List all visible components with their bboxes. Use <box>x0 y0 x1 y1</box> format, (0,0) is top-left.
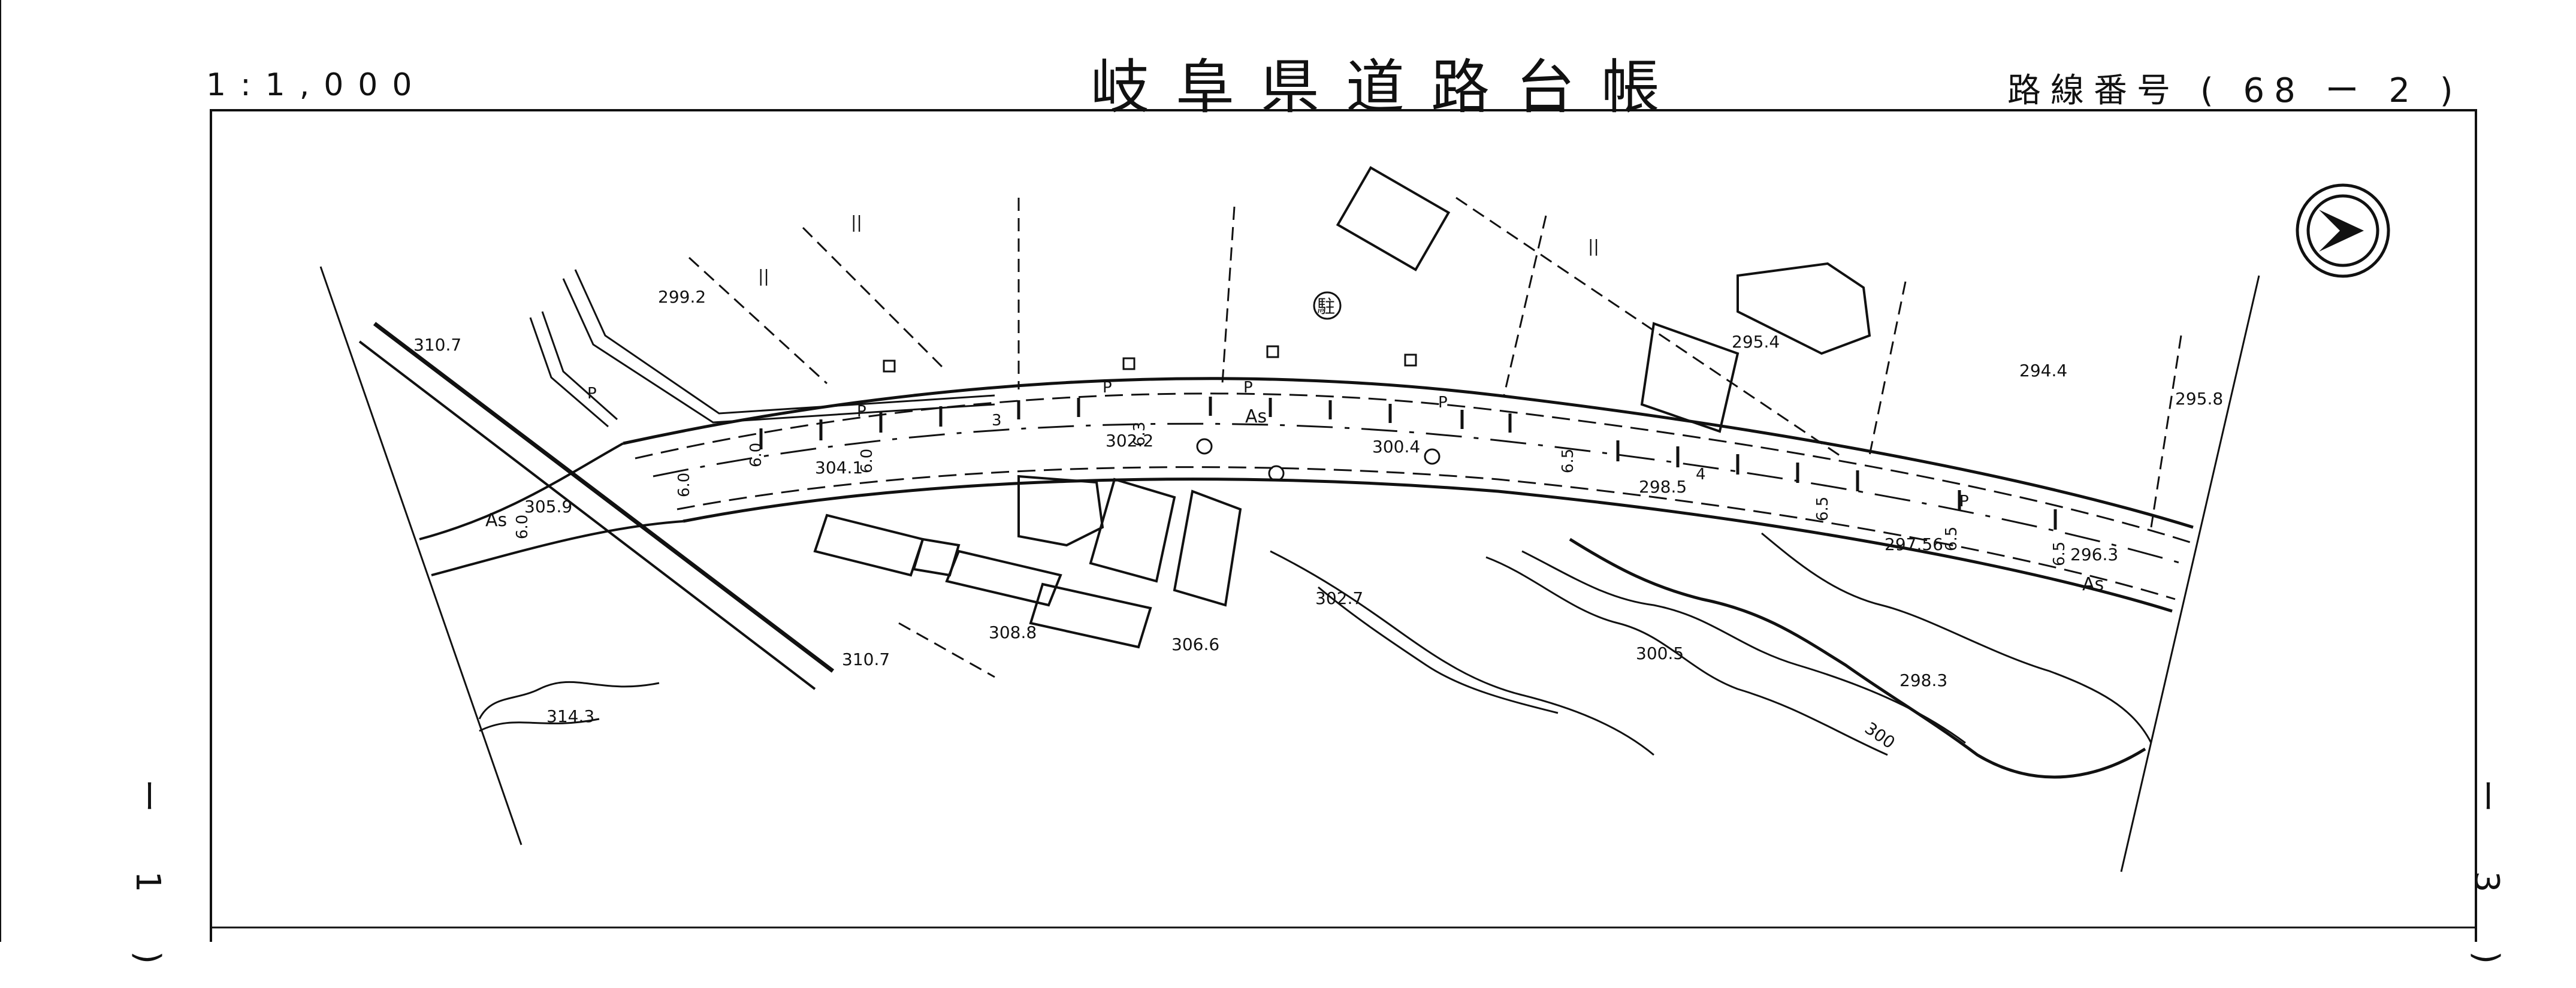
building <box>1336 166 1451 271</box>
spot-height: 306.6 <box>1171 635 1219 654</box>
station-number: 3 <box>992 412 1002 430</box>
map-symbols: 駐 || || || <box>758 212 1599 482</box>
building <box>945 549 1062 607</box>
spot-heights: 310.7 299.2 305.9 304.1 302.2 300.4 298.… <box>413 287 2223 753</box>
width-mark: 6.0 <box>675 473 693 497</box>
surface-labels: As As As <box>485 406 2104 595</box>
asphalt-label: As <box>1245 406 1267 427</box>
asphalt-label: As <box>485 510 507 531</box>
road-north-edge <box>623 377 2194 529</box>
spot-height: 300.4 <box>1372 437 1420 457</box>
contour-label: 300 <box>1861 718 1899 753</box>
manhole-symbol <box>1122 357 1136 370</box>
width-mark: 6.5 <box>1559 449 1577 473</box>
manhole-symbol <box>1404 353 1417 367</box>
width-mark: 6.5 <box>2050 542 2068 566</box>
contour-300 <box>1569 537 2146 779</box>
river-mark: || <box>1588 236 1599 256</box>
road-map: 310.7 299.2 305.9 304.1 302.2 300.4 298.… <box>0 0 2477 942</box>
parking-mark: P <box>857 403 866 421</box>
building <box>1737 262 1871 355</box>
road-north-kerb <box>635 392 2191 543</box>
route-paren-close: ) <box>2439 71 2463 110</box>
spot-height: 299.2 <box>658 287 706 307</box>
map-frame <box>210 109 2477 942</box>
spot-height: 300.5 <box>1636 643 1684 663</box>
route-paren-open: ( <box>2200 71 2223 110</box>
road-ledger-sheet: 1:1,000 岐阜県道路台帳 路線番号 ( 68 ー 2 ) ー 1 ) ー … <box>0 0 2506 988</box>
spot-height: 310.7 <box>842 649 890 669</box>
survey-edge-left <box>319 266 523 845</box>
spot-height: 302.2 <box>1106 431 1153 451</box>
route-number: 68 ー 2 <box>2243 71 2420 110</box>
spot-height: 305.9 <box>524 497 572 516</box>
parking-mark: P <box>1438 394 1448 412</box>
utility-pole-symbol <box>1196 438 1213 455</box>
spot-height: 298.5 <box>1639 477 1687 497</box>
width-mark: 6.3 <box>1131 422 1149 446</box>
manhole-symbol <box>883 359 896 373</box>
road-south-edge <box>682 478 2173 613</box>
spot-height: 308.8 <box>989 623 1037 642</box>
main-road <box>419 377 2194 613</box>
spot-height: 310.7 <box>413 335 461 355</box>
spot-height: 295.4 <box>1732 332 1780 352</box>
contour-lines <box>478 532 2152 779</box>
width-mark: 6.0 <box>747 443 765 467</box>
spot-height: 298.3 <box>1899 670 1947 690</box>
parking-mark: P <box>587 385 597 403</box>
building <box>1029 582 1152 649</box>
building <box>1173 490 1242 607</box>
width-mark: 6.0 <box>514 515 531 539</box>
road-marks: P P P P P P 6.0 6.0 6.0 6.0 6.5 6.5 6.5 … <box>514 379 2068 566</box>
spot-height: 296.3 <box>2070 545 2118 564</box>
parking-mark: P <box>1243 379 1253 397</box>
building <box>1089 478 1176 583</box>
route-label: 路線番号 <box>2007 71 2180 110</box>
width-mark: 6.5 <box>1943 527 1961 551</box>
asphalt-label: As <box>2082 574 2104 595</box>
north-arrow-icon <box>2296 183 2390 278</box>
retaining-wall <box>529 269 995 428</box>
road-centerline <box>653 422 2182 564</box>
buildings <box>813 166 1871 649</box>
river-mark: || <box>851 212 862 232</box>
building <box>1640 322 1740 433</box>
spot-height: 294.4 <box>2019 361 2067 380</box>
building <box>1017 475 1104 547</box>
station-number: 4 <box>1696 466 1706 484</box>
utility-pole-symbol <box>1424 448 1440 465</box>
road-west-segment-north <box>419 442 624 540</box>
utility-pole-symbol <box>1268 465 1285 482</box>
road-south-kerb <box>677 466 2176 600</box>
spot-height: 295.8 <box>2175 389 2223 409</box>
road-west-segment-south <box>431 520 684 576</box>
map-scale: 1:1,000 <box>206 67 427 103</box>
parking-lot-symbol: 駐 <box>1317 297 1335 318</box>
route-number-label: 路線番号 ( 68 ー 2 ) <box>2007 64 2463 112</box>
spot-height: 297.56 <box>1885 534 1943 554</box>
parking-mark: P <box>1103 379 1112 397</box>
survey-edge-right <box>2120 275 2260 872</box>
property-lines <box>688 197 2182 678</box>
parking-mark: P <box>1959 493 1969 510</box>
manhole-symbol <box>1266 345 1279 358</box>
width-mark: 6.0 <box>858 449 876 473</box>
river-mark: || <box>758 266 769 286</box>
building <box>813 513 925 577</box>
spot-height: 314.3 <box>546 706 594 726</box>
width-mark: 6.5 <box>1814 497 1832 521</box>
spot-height: 302.7 <box>1315 588 1363 608</box>
spot-height: 304.1 <box>815 458 863 478</box>
parking-stall-ticks <box>759 397 2057 530</box>
railway <box>358 322 835 690</box>
